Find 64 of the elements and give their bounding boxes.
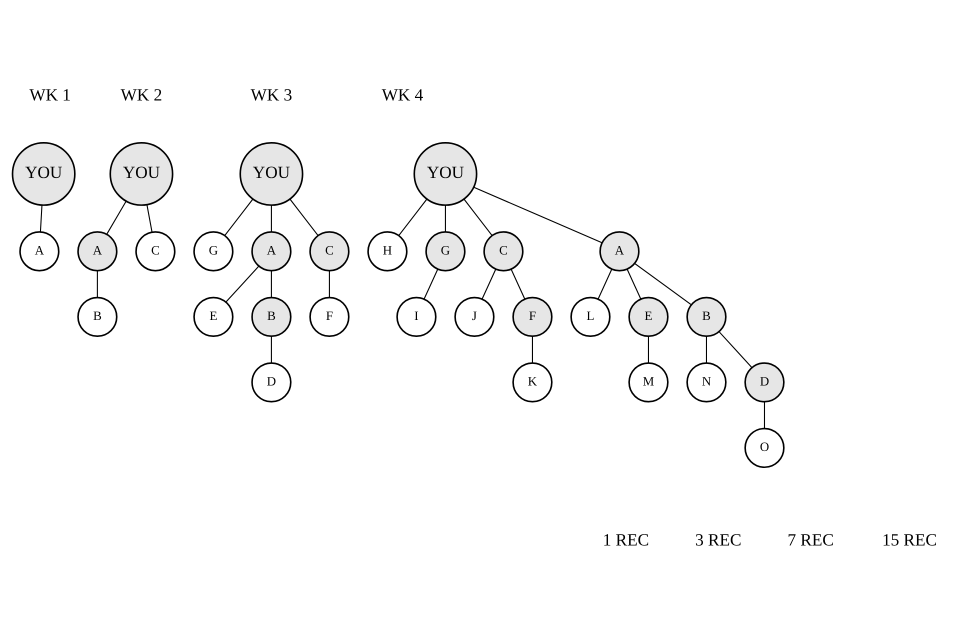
connector (474, 186, 602, 244)
node-circle: A (19, 231, 60, 272)
connector (424, 269, 438, 299)
label: 3 REC (695, 530, 742, 550)
label: WK 3 (250, 86, 292, 105)
node-circle: YOU (413, 142, 478, 206)
connector (106, 201, 126, 234)
node-circle: G (193, 231, 234, 272)
node-circle: F (512, 296, 553, 337)
connector (96, 270, 98, 298)
node-circle: D (251, 362, 292, 403)
connector (224, 198, 254, 236)
node-circle: I (396, 296, 437, 337)
node-circle: O (744, 428, 785, 468)
node-circle: YOU (239, 142, 304, 206)
connector (464, 198, 492, 236)
label: 7 REC (788, 530, 834, 550)
node-circle: B (686, 296, 727, 337)
connector (510, 269, 526, 299)
node-circle: C (135, 231, 176, 272)
node-circle: B (251, 296, 292, 337)
connector (270, 270, 272, 298)
connector (598, 269, 612, 299)
label: WK 4 (382, 86, 424, 105)
connector (626, 269, 642, 299)
node-circle: G (425, 231, 466, 272)
node-circle: YOU (12, 142, 76, 206)
label: 1 REC (602, 530, 650, 550)
node-circle: A (251, 231, 292, 272)
connector (764, 402, 766, 428)
node-circle: E (193, 296, 234, 337)
connector (444, 205, 446, 232)
node-circle: D (744, 362, 785, 403)
node-circle: A (599, 231, 640, 272)
connector (226, 266, 260, 302)
node-circle: F (309, 296, 350, 337)
node-circle: A (77, 231, 118, 272)
label: WK 2 (120, 86, 162, 105)
node-circle: YOU (109, 142, 174, 206)
connector (532, 336, 533, 363)
label: WK 1 (29, 86, 71, 105)
node-circle: H (367, 231, 408, 272)
connector (328, 270, 330, 298)
node-circle: J (454, 296, 495, 337)
node-circle: N (686, 362, 727, 403)
connector (270, 205, 272, 232)
node-circle: L (570, 296, 611, 337)
connector (706, 336, 708, 363)
node-circle: C (483, 231, 524, 272)
node-circle: C (309, 231, 350, 272)
connector (482, 269, 496, 299)
node-circle: K (512, 362, 553, 403)
connector (146, 204, 153, 232)
connector (634, 263, 692, 306)
connector (270, 336, 272, 363)
node-circle: M (628, 362, 669, 403)
connector (398, 198, 428, 236)
connector (40, 205, 42, 232)
label: 15 REC (882, 530, 937, 550)
connector (648, 336, 649, 363)
connector (290, 198, 318, 236)
connector (718, 331, 752, 368)
node-circle: B (77, 296, 118, 337)
node-circle: E (628, 296, 669, 337)
